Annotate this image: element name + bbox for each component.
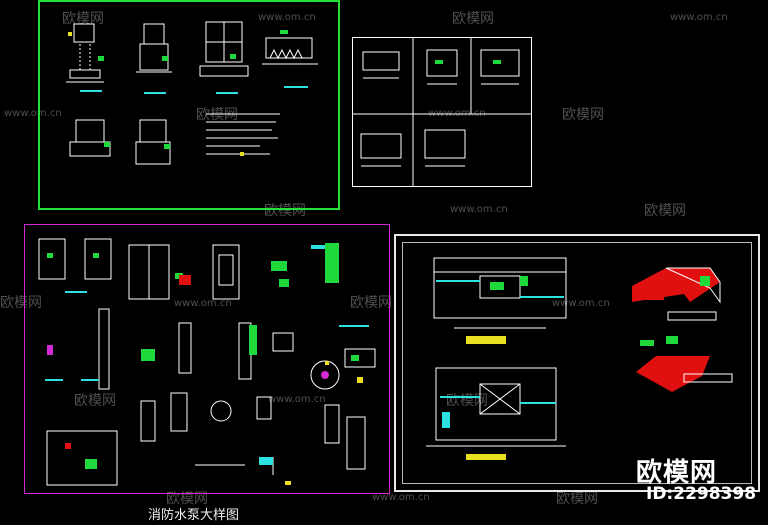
watermark-text: 欧模网 xyxy=(556,491,598,507)
sheet2-drawing xyxy=(353,38,531,186)
watermark-text: 欧模网 xyxy=(196,107,238,123)
watermark-text: 欧模网 xyxy=(350,295,392,311)
watermark-text: 欧模网 xyxy=(644,203,686,219)
watermark-text: 欧模网 xyxy=(264,203,306,219)
sheet1-drawing xyxy=(66,21,318,165)
sheet4-inner-frame xyxy=(402,242,752,484)
watermark-url: www.om.cn xyxy=(268,394,326,405)
watermark-text: 欧模网 xyxy=(62,11,104,27)
watermark-url: www.om.cn xyxy=(450,204,508,215)
drawing-sheet-equipment-tables xyxy=(352,37,532,187)
watermark-url: www.om.cn xyxy=(670,12,728,23)
brand-logo-text: 欧模网 xyxy=(636,458,718,488)
watermark-url: www.om.cn xyxy=(372,492,430,503)
watermark-text: 欧模网 xyxy=(74,393,116,409)
model-id-badge: ID:2298398 xyxy=(646,484,757,504)
drawing-caption: 消防水泵大样图 xyxy=(148,508,240,523)
sheet3-drawing xyxy=(38,238,376,486)
watermark-url: www.om.cn xyxy=(552,298,610,309)
watermark-url: www.om.cn xyxy=(4,108,62,119)
sheet4-drawing xyxy=(426,257,733,460)
watermark-text: 欧模网 xyxy=(166,491,208,507)
watermark-url: www.om.cn xyxy=(174,298,232,309)
drawing-sheet-pump-room-plan xyxy=(394,234,760,492)
drawing-sheet-fire-pump-gallery xyxy=(24,224,390,494)
watermark-url: www.om.cn xyxy=(258,12,316,23)
watermark-text: 欧模网 xyxy=(0,295,42,311)
drawing-sheet-pump-foundation-details xyxy=(38,0,340,210)
watermark-text: 欧模网 xyxy=(562,107,604,123)
watermark-text: 欧模网 xyxy=(452,11,494,27)
